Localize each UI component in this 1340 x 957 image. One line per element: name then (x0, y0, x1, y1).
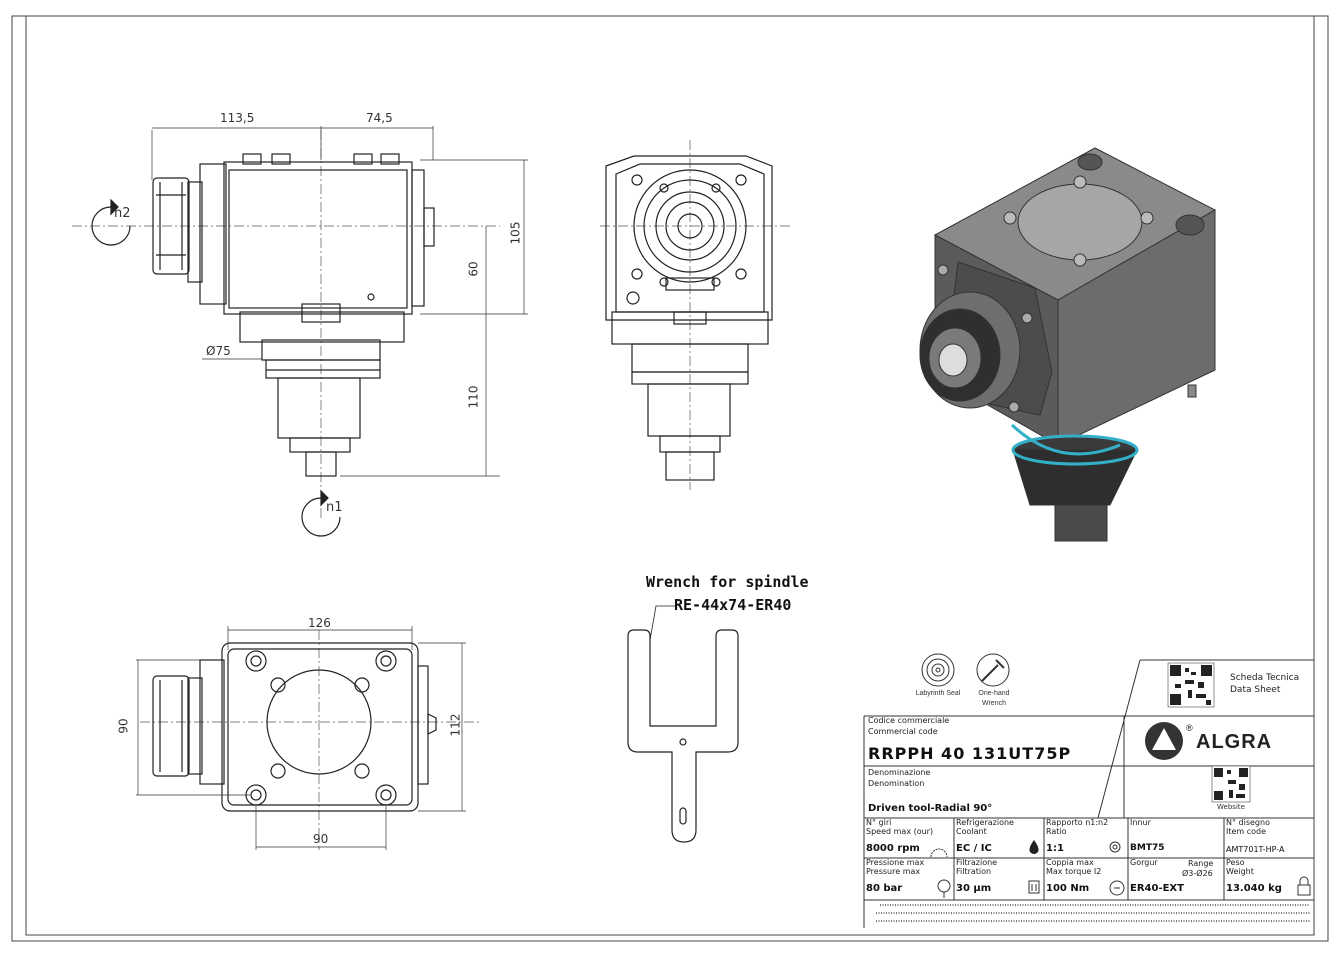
ratio-value: 1:1 (1046, 843, 1064, 854)
wrench-code: RE-44x74-ER40 (674, 596, 792, 614)
denomination-value: Driven tool-Radial 90° (868, 803, 993, 814)
bottom-view-dimensions (136, 626, 466, 850)
side-view (72, 130, 500, 520)
torque-icon (1109, 880, 1125, 896)
qr-code-website (1211, 765, 1251, 803)
qr-code-datasheet (1167, 662, 1215, 708)
algra-logo (1145, 722, 1183, 760)
attachment-label: Innur (1130, 818, 1151, 827)
one-hand-label: One-hand (978, 690, 1010, 697)
one-hand-wrench-icon (976, 653, 1010, 687)
weight-lock-icon (1297, 876, 1311, 896)
isometric-view (919, 147, 1217, 542)
range-label: Range (1188, 859, 1214, 868)
footer-fine-print (876, 904, 1310, 922)
collet-value: ER40-EXT (1130, 883, 1184, 894)
rotation-symbol-n1 (301, 489, 341, 537)
wrench-label: Wrench (982, 700, 1006, 707)
rotation-label-n1: n1 (326, 500, 343, 515)
weight-value: 13.040 kg (1226, 883, 1282, 894)
labyrinth-seal-label: Labyrinth Seal (915, 690, 961, 697)
pressure-label-it: Pressione max (866, 858, 925, 867)
coolant-label-en: Coolant (956, 827, 987, 836)
drawing-label-it: N° disegno (1226, 818, 1270, 827)
weight-label-en: Weight (1226, 867, 1254, 876)
denomination-label-it: Denominazione (868, 768, 931, 777)
filtration-label-it: Filtrazione (956, 858, 998, 867)
rotation-label-n2: n2 (114, 206, 131, 221)
dim-bottom-width: 126 (308, 616, 331, 630)
dim-bottom-height-right: 112 (448, 713, 463, 737)
drawing-value: AMT701T-HP-A (1226, 845, 1285, 854)
range-value: Ø3-Ø26 (1182, 869, 1213, 878)
dim-height-lower: 110 (466, 385, 481, 409)
filtration-value: 30 μm (956, 883, 992, 894)
gear-icon (1109, 841, 1121, 853)
dim-diameter: Ø75 (206, 344, 231, 358)
ratio-label-it: Rapporto n1:n2 (1046, 818, 1109, 827)
data-sheet-label: Data Sheet (1230, 685, 1281, 695)
front-view (600, 140, 790, 490)
brand-name: ALGRA (1196, 731, 1273, 753)
labyrinth-seal-icon (921, 653, 955, 687)
torque-label-en: Max torque I2 (1046, 867, 1102, 876)
pressure-value: 80 bar (866, 883, 903, 894)
pressure-label-en: Pressure max (866, 867, 921, 876)
collet-label: Gorgur (1130, 858, 1158, 867)
code-label-en: Commercial code (868, 727, 938, 736)
pressure-gauge-icon (937, 879, 951, 898)
coolant-label-it: Refrigerazione (956, 818, 1014, 827)
filter-bin-icon (1028, 880, 1040, 894)
dim-height-mid: 60 (466, 261, 481, 277)
dim-bottom-base: 90 (313, 832, 329, 846)
attachment-value: BMT75 (1130, 843, 1165, 853)
weight-label-it: Peso (1226, 858, 1245, 867)
speed-gauge-icon (930, 848, 948, 858)
drawing-label-en: Item code (1226, 827, 1267, 836)
side-view-dimensions (151, 126, 528, 477)
website-label: Website (1217, 803, 1245, 811)
dim-top-right: 74,5 (366, 111, 393, 125)
speed-label-en: Speed max (our) (866, 827, 934, 836)
bottom-view (140, 630, 480, 850)
scheda-tecnica-label: Scheda Tecnica (1230, 673, 1300, 683)
dim-top-left: 113,5 (220, 111, 255, 125)
torque-label-it: Coppia max (1046, 858, 1094, 867)
speed-label-it: N° giri (866, 818, 892, 827)
commercial-code: RRPPH 40 131UT75P (868, 744, 1072, 763)
brand-registered: ® (1186, 723, 1193, 733)
wrench-title: Wrench for spindle (646, 573, 809, 591)
coolant-value: EC / IC (956, 843, 992, 854)
coolant-drop-icon (1029, 840, 1039, 854)
denomination-label-en: Denomination (868, 779, 925, 788)
code-label-it: Codice commerciale (868, 716, 950, 725)
dim-height-total: 105 (508, 221, 523, 245)
ratio-label-en: Ratio (1046, 827, 1067, 836)
torque-value: 100 Nm (1046, 883, 1090, 894)
rotation-symbol-n2 (91, 198, 131, 246)
filtration-label-en: Filtration (956, 867, 992, 876)
dim-bottom-height-left: 90 (116, 718, 131, 734)
speed-value: 8000 rpm (866, 843, 920, 854)
wrench-drawing (627, 605, 739, 843)
